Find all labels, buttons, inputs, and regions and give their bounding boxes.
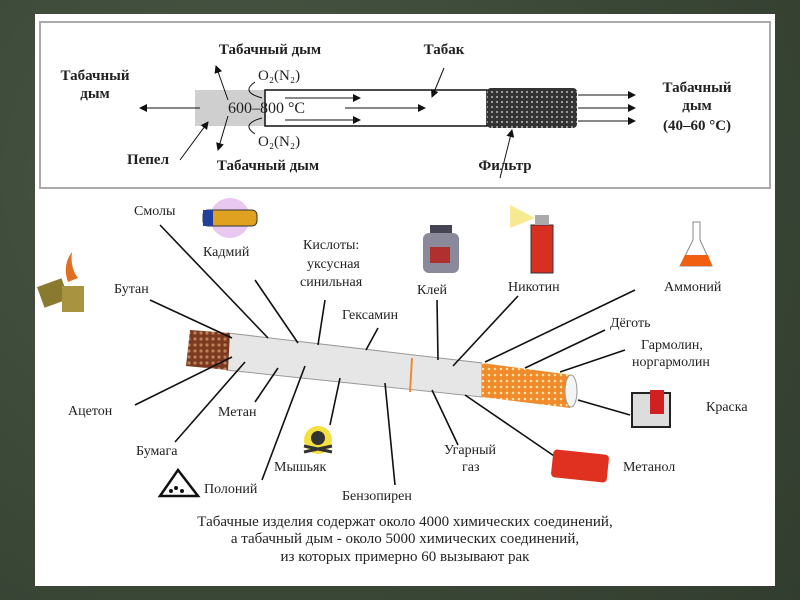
caption-line-2: а табачный дым - около 5000 химических с… — [231, 531, 579, 547]
label-acids-2: уксусная — [307, 257, 360, 272]
glue-bottle-icon — [423, 225, 459, 273]
caption: Табачные изделия содержат около 4000 хим… — [197, 514, 612, 565]
cigarette-filter — [482, 363, 572, 408]
label-co-1: Угарный — [444, 443, 497, 458]
leader-lines — [134, 224, 636, 486]
label-acids-3: синильная — [300, 275, 363, 290]
label-tar: Дёготь — [610, 316, 650, 331]
label-smoke-right-2: дым — [682, 98, 712, 114]
cigarette — [186, 330, 578, 408]
label-filter: Фильтр — [478, 158, 531, 174]
label-resins: Смолы — [134, 204, 176, 219]
label-smoke-right-3: (40–60 °C) — [663, 118, 731, 134]
label-oxygen-top: O₂(N₂) — [258, 68, 300, 84]
label-nicotine: Никотин — [508, 280, 560, 295]
label-butane: Бутан — [114, 282, 149, 297]
label-polonium: Полоний — [204, 482, 258, 497]
label-smoke-left-2: дым — [80, 86, 110, 102]
label-cadmium: Кадмий — [203, 245, 250, 260]
filter-segment — [487, 88, 577, 128]
caption-line-1: Табачные изделия содержат около 4000 хим… — [197, 514, 612, 530]
paint-can-icon — [631, 390, 671, 428]
label-harmaline-2: норгармолин — [632, 355, 710, 370]
component-labels: Смолы Кадмий Кислоты: уксусная синильная… — [68, 204, 748, 504]
label-harmaline-1: Гармолин, — [641, 338, 703, 353]
label-smoke-bottom: Табачный дым — [217, 158, 319, 174]
spray-can-icon — [510, 205, 554, 274]
combustion-diagram: Табачный дым Табачный дым O₂(N₂) 600–800… — [39, 21, 771, 189]
label-benzopyrene: Бензопирен — [342, 489, 412, 504]
burning-tip — [186, 330, 230, 370]
label-tobacco: Табак — [424, 42, 465, 58]
radiation-icon — [157, 467, 201, 498]
fuel-can-icon — [551, 449, 609, 483]
label-co-2: газ — [462, 460, 480, 475]
label-oxygen-bottom: O₂(N₂) — [258, 134, 300, 150]
label-arsenic: Мышьяк — [274, 460, 326, 475]
skull-icon — [303, 426, 333, 454]
lighter-icon — [37, 252, 84, 312]
label-paper: Бумага — [136, 444, 178, 459]
label-smoke-top: Табачный дым — [219, 42, 321, 58]
label-ammonium: Аммоний — [664, 280, 722, 295]
label-glue: Клей — [417, 283, 448, 298]
caption-line-3: из которых примерно 60 вызывают рак — [281, 549, 531, 565]
flask-icon — [679, 221, 713, 267]
label-methane: Метан — [218, 405, 257, 420]
label-methanol: Метанол — [623, 460, 675, 475]
label-ash: Пепел — [127, 152, 170, 168]
label-acids-1: Кислоты: — [303, 238, 359, 253]
label-smoke-left-1: Табачный — [61, 68, 130, 84]
label-paint: Краска — [706, 400, 748, 415]
label-smoke-right-1: Табачный — [663, 80, 732, 96]
label-hexamine: Гексамин — [342, 308, 399, 323]
label-acetone: Ацетон — [68, 404, 113, 419]
battery-icon — [202, 198, 258, 238]
burning-zone — [195, 90, 265, 126]
label-temperature: 600–800 °C — [228, 100, 305, 117]
